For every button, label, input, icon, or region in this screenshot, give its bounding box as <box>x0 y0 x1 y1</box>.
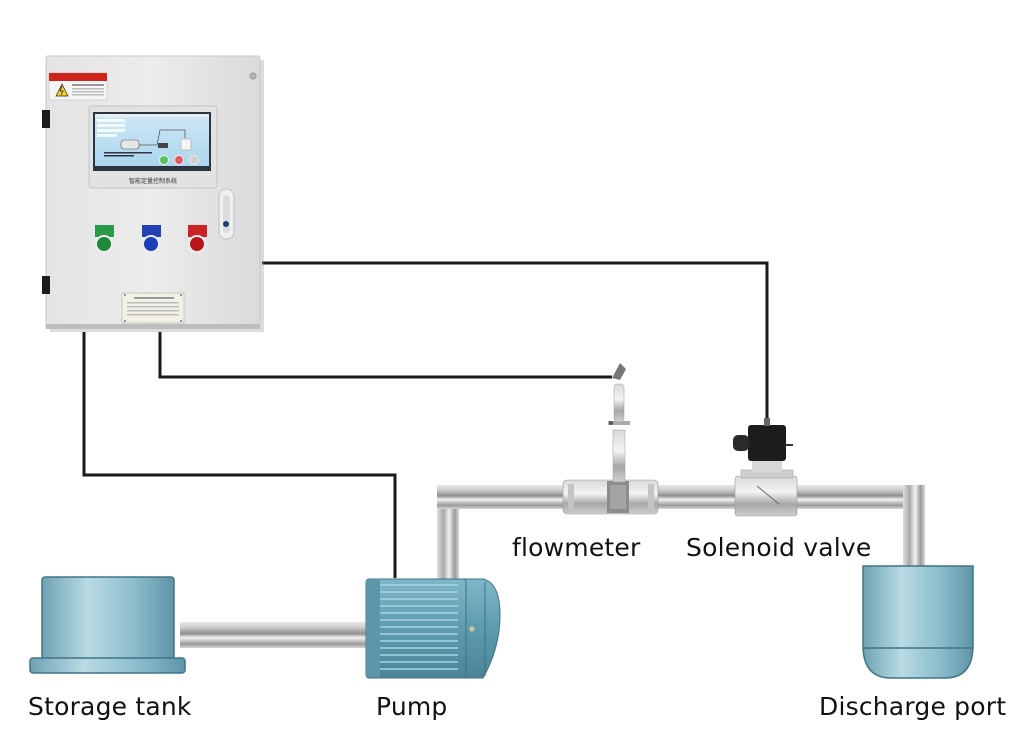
solenoid-valve[interactable] <box>733 418 798 517</box>
nameplate <box>121 292 185 324</box>
wire-cabinet-to-solenoid-valve <box>262 261 769 420</box>
high-voltage-icon <box>55 83 69 97</box>
pipe-pump-riser <box>437 488 459 582</box>
start-push-button[interactable] <box>95 225 114 253</box>
flowmeter[interactable] <box>562 363 659 515</box>
wire-cabinet-to-flowmeter <box>158 332 612 379</box>
door-handle[interactable] <box>218 188 235 240</box>
solenoid-valve-label: Solenoid valve <box>686 533 872 562</box>
storage-tank-label: Storage tank <box>28 692 192 721</box>
warning-label <box>48 72 108 101</box>
screw <box>249 72 257 80</box>
discharge-port[interactable] <box>862 565 974 679</box>
emergency-push-button[interactable] <box>188 225 207 253</box>
hinge-bottom <box>42 276 50 294</box>
pump-cooling-fins <box>380 584 458 670</box>
lock-icon <box>223 221 229 227</box>
pipe-main-horizontal <box>437 485 915 509</box>
control-cabinet: 智能定量控制系统 <box>42 55 264 332</box>
pipe-discharge-drop <box>903 485 925 567</box>
pipe-tank-to-pump <box>180 622 370 648</box>
pump[interactable] <box>365 578 501 679</box>
pump-label: Pump <box>376 692 448 721</box>
discharge-port-label: Discharge port <box>819 692 1007 721</box>
wire-cabinet-to-pump <box>82 332 397 578</box>
flowmeter-label: flowmeter <box>512 533 641 562</box>
storage-tank[interactable] <box>29 576 186 674</box>
hinge-top <box>42 110 50 128</box>
stop-push-button[interactable] <box>142 225 161 253</box>
hmi-caption: 智能定量控制系统 <box>129 177 177 185</box>
hmi-touchscreen[interactable]: 智能定量控制系统 <box>88 105 218 189</box>
